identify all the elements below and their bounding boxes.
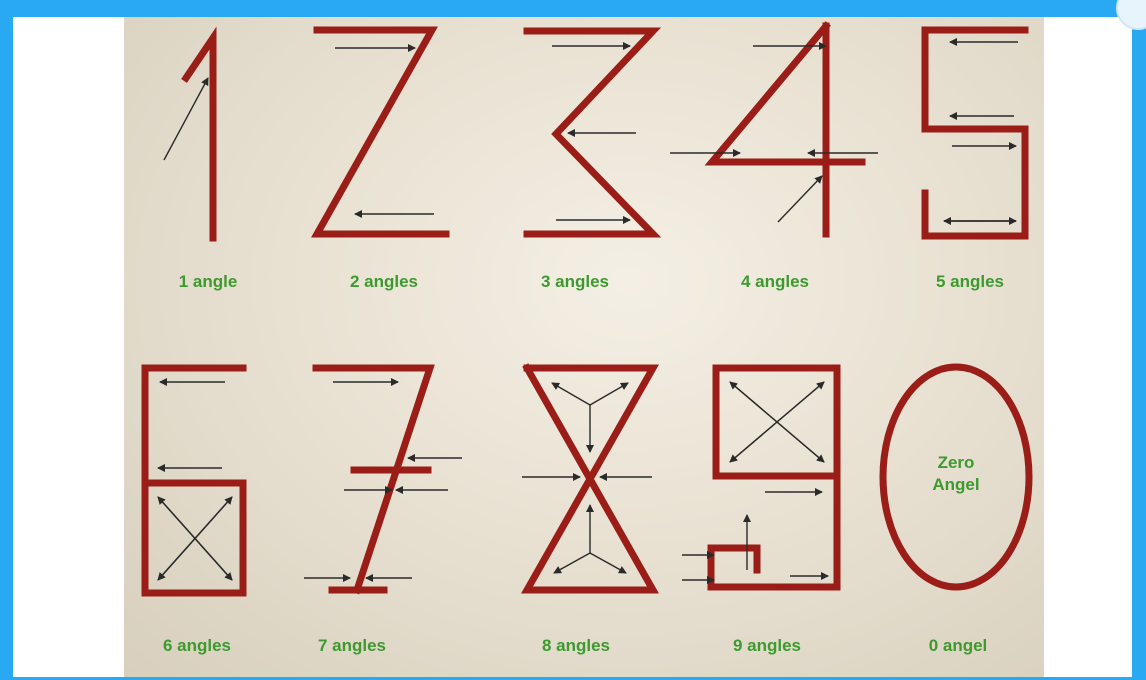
digit-2 xyxy=(317,30,446,234)
zero-caption-line2: Angel xyxy=(932,474,979,496)
zero-caption-line1: Zero xyxy=(932,452,979,474)
label-digit-2: 2 angles xyxy=(350,272,418,292)
digit-6 xyxy=(145,368,243,593)
label-digit-4: 4 angles xyxy=(741,272,809,292)
digit-4 xyxy=(670,26,878,234)
label-digit-0: 0 angel xyxy=(929,636,988,656)
label-digit-7: 7 angles xyxy=(318,636,386,656)
label-digit-8: 8 angles xyxy=(542,636,610,656)
digit-1 xyxy=(164,38,213,238)
label-digit-9: 9 angles xyxy=(733,636,801,656)
label-digit-1: 1 angle xyxy=(179,272,238,292)
digit-5 xyxy=(925,30,1025,236)
label-digit-6: 6 angles xyxy=(163,636,231,656)
digit-3 xyxy=(527,31,653,234)
label-digit-3: 3 angles xyxy=(541,272,609,292)
digit-7 xyxy=(304,368,462,590)
digit-8 xyxy=(522,368,653,590)
zero-caption: Zero Angel xyxy=(932,452,979,496)
digit-9 xyxy=(682,368,837,587)
label-digit-5: 5 angles xyxy=(936,272,1004,292)
